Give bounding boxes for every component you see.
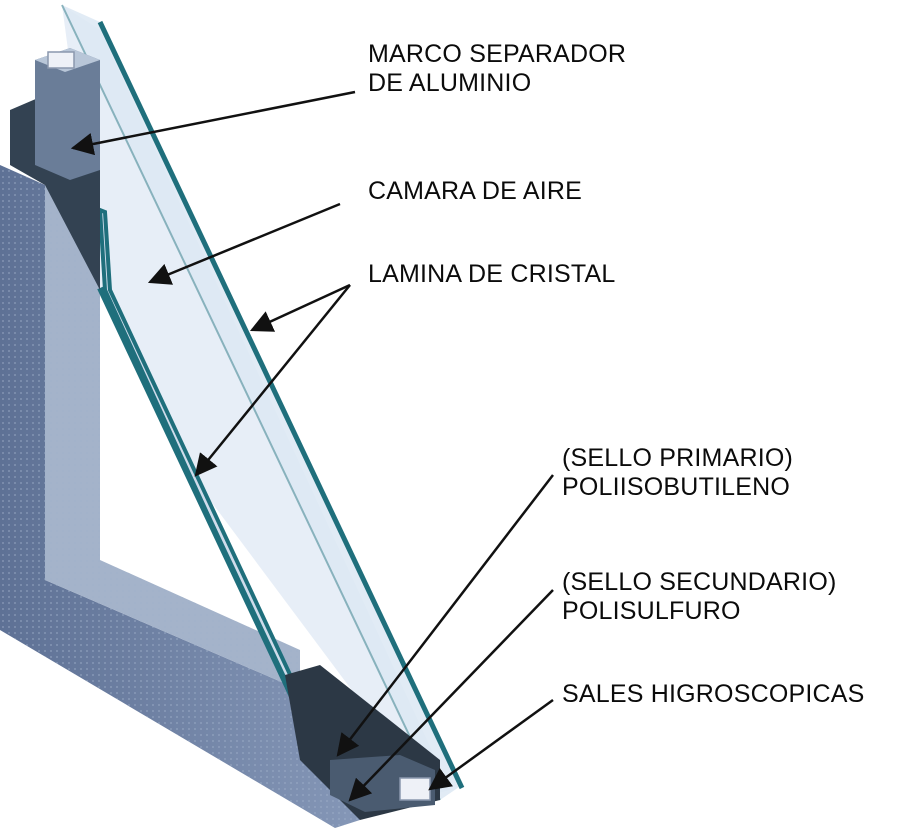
label-sello-primario: (SELLO PRIMARIO) POLIISOBUTILENO	[562, 444, 793, 502]
label-sello-primario-line1: (SELLO PRIMARIO)	[562, 444, 794, 472]
label-sales-higroscopicas: SALES HIGROSCOPICAS	[562, 680, 865, 709]
arrow-camara-aire	[147, 202, 341, 285]
arrow-marco-separador	[70, 90, 356, 156]
label-lamina-cristal: LAMINA DE CRISTAL	[368, 260, 615, 289]
label-marco-separador-line2: DE ALUMINIO	[368, 69, 532, 97]
glass-pane-inner-edge	[97, 286, 325, 762]
label-sales-higroscopicas-line1: SALES HIGROSCOPICAS	[562, 680, 865, 708]
hygroscopic-salts-bottom	[399, 777, 431, 801]
secondary-seal-dot-texture	[0, 165, 360, 828]
arrow-sales-higroscopicas	[428, 698, 554, 791]
label-sello-primario-line2: POLIISOBUTILENO	[562, 473, 791, 501]
hygroscopic-salts-top	[47, 51, 75, 69]
label-marco-separador-line1: MARCO SEPARADOR	[368, 40, 627, 68]
label-camara-aire-line1: CAMARA DE AIRE	[368, 177, 582, 205]
arrow-sello-secundario	[348, 589, 554, 802]
label-sello-secundario-line1: (SELLO SECUNDARIO)	[562, 568, 837, 596]
arrow-sello-primario	[336, 474, 554, 757]
label-sello-secundario-line2: POLISULFURO	[562, 597, 741, 625]
glass-pane-outer-edge	[97, 20, 465, 790]
label-camara-aire: CAMARA DE AIRE	[368, 177, 582, 206]
arrow-lamina-cristal-outer	[249, 283, 351, 332]
arrow-lamina-cristal-inner	[194, 284, 351, 477]
label-sello-secundario: (SELLO SECUNDARIO) POLISULFURO	[562, 568, 837, 626]
label-lamina-cristal-line1: LAMINA DE CRISTAL	[368, 260, 616, 288]
glass-pane-outer	[62, 5, 462, 800]
label-marco-separador: MARCO SEPARADOR DE ALUMINIO	[368, 40, 626, 98]
